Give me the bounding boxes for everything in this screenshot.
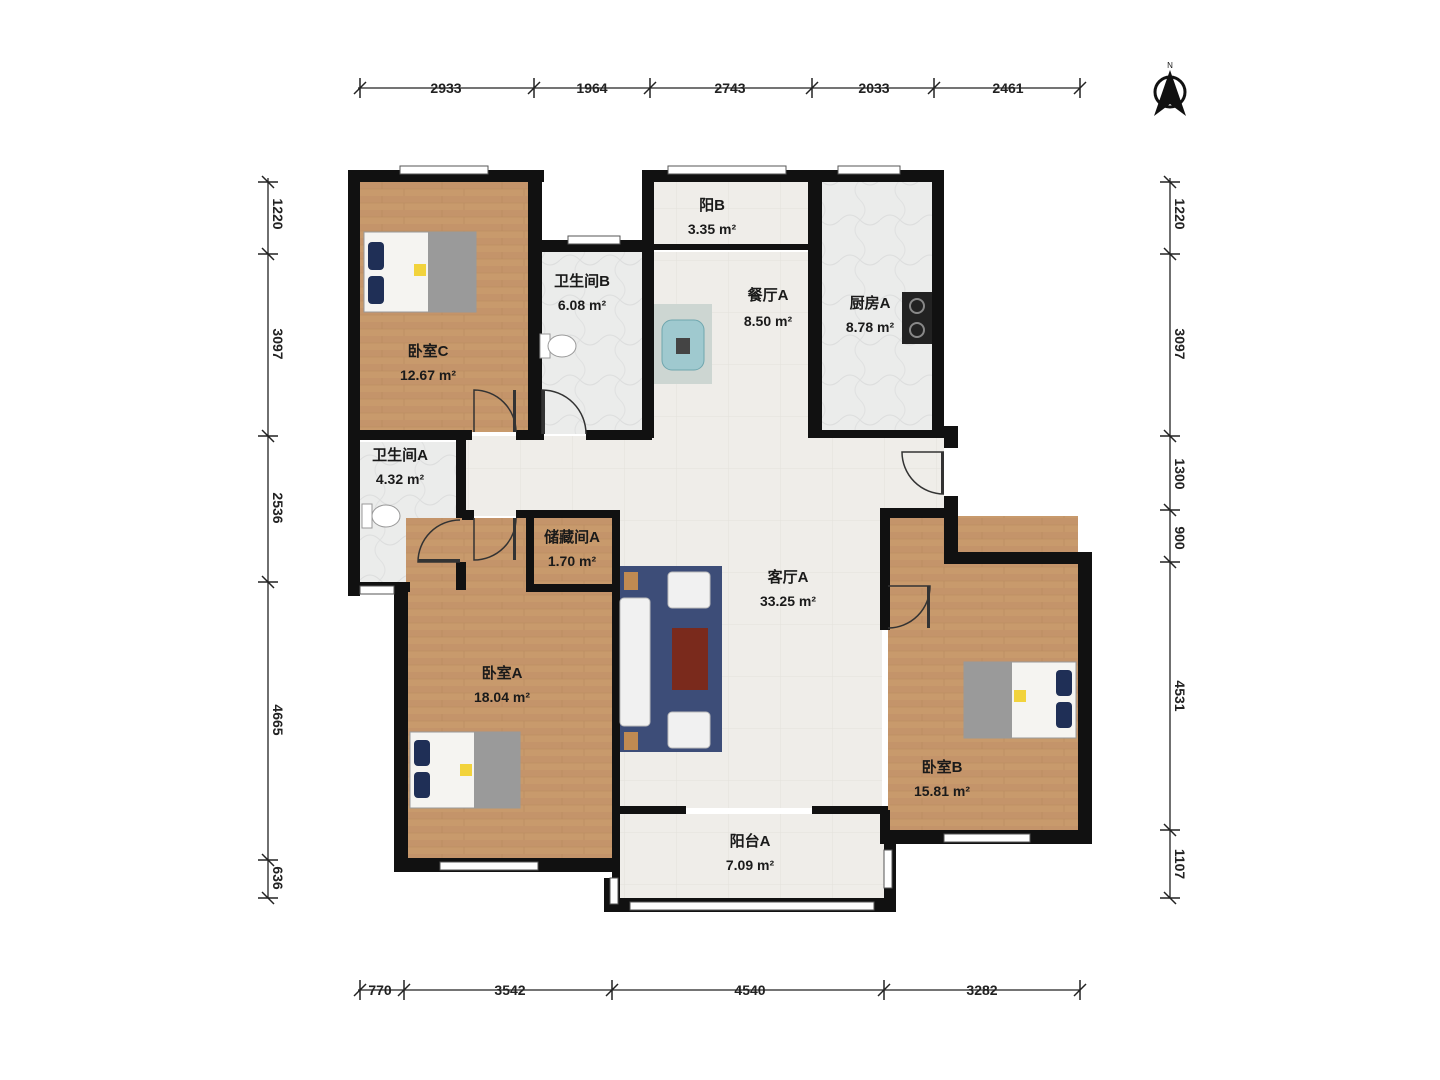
room-area-dining: 8.50 m² — [744, 313, 793, 329]
dimension-tick — [261, 575, 275, 589]
toilet-icon — [539, 333, 577, 359]
dim-bottom-3: 4540 — [734, 982, 765, 998]
dim-right-5: 4531 — [1172, 680, 1188, 711]
dimension-tick — [353, 983, 367, 997]
dim-top-5: 2461 — [992, 80, 1023, 96]
dim-bottom-4: 3282 — [966, 982, 997, 998]
room-label-living: 客厅A — [767, 568, 809, 586]
dim-top-4: 2033 — [858, 80, 889, 96]
dim-bottom-2: 3542 — [494, 982, 525, 998]
dimension-tick — [1163, 175, 1177, 189]
dimension-tick — [1163, 429, 1177, 443]
stove-icon — [902, 292, 932, 344]
dim-left-4: 4665 — [270, 704, 286, 735]
toilet-icon — [361, 503, 401, 529]
room-area-balcony-a: 7.09 m² — [726, 857, 775, 873]
door-leaf-6 — [927, 586, 930, 628]
dimension-tick — [805, 81, 819, 95]
dimension-tick — [1163, 247, 1177, 261]
dim-right-3: 1300 — [1172, 458, 1188, 489]
windows — [359, 165, 1031, 911]
floor-balcony-a — [618, 814, 884, 900]
room-area-kitchen: 8.78 m² — [846, 319, 895, 335]
dim-bottom-1: 770 — [368, 982, 392, 998]
room-area-storage: 1.70 m² — [548, 553, 597, 569]
bed-icon — [963, 661, 1077, 739]
door-leaf-1 — [513, 390, 516, 432]
dimension-tick — [397, 983, 411, 997]
dimension-tick — [643, 81, 657, 95]
dimension-tick — [927, 81, 941, 95]
room-label-storage: 储藏间A — [544, 528, 600, 546]
dimension-tick — [353, 81, 367, 95]
room-label-bedroom-a: 卧室A — [482, 664, 523, 682]
room-area-bedroom-b: 15.81 m² — [914, 783, 970, 799]
room-area-bath-b: 6.08 m² — [558, 297, 607, 313]
dim-left-1: 1220 — [270, 198, 286, 229]
compass-icon: N — [1153, 61, 1187, 116]
dim-top-1: 2933 — [430, 80, 461, 96]
dim-left-2: 3097 — [270, 328, 286, 359]
room-label-balcony-b: 阳B — [699, 197, 725, 214]
room-area-bedroom-c: 12.67 m² — [400, 367, 456, 383]
dim-top-3: 2743 — [714, 80, 745, 96]
dimension-tick — [261, 175, 275, 189]
dim-top-2: 1964 — [576, 80, 607, 96]
room-label-kitchen: 厨房A — [850, 294, 891, 312]
dimension-tick — [261, 429, 275, 443]
dimension-tick — [1163, 823, 1177, 837]
room-label-bath-b: 卫生间B — [554, 272, 610, 290]
room-label-bath-a: 卫生间A — [372, 446, 428, 464]
dining-table-icon — [654, 304, 712, 384]
door-leaf-4 — [418, 559, 460, 562]
floor-corridor — [462, 436, 944, 516]
door-leaf-5 — [513, 518, 516, 560]
bed-icon — [363, 231, 477, 313]
dimension-ticks — [258, 78, 1180, 1000]
dimension-tick — [527, 81, 541, 95]
floor-balcony-b — [650, 182, 808, 246]
dim-left-3: 2536 — [270, 492, 286, 523]
room-area-balcony-b: 3.35 m² — [688, 221, 737, 237]
dimension-tick — [1163, 555, 1177, 569]
room-label-bedroom-c: 卧室C — [408, 342, 449, 360]
room-area-living: 33.25 m² — [760, 593, 816, 609]
dimension-tick — [261, 891, 275, 905]
door-leaf-3 — [941, 452, 944, 494]
dim-right-2: 3097 — [1172, 328, 1188, 359]
dim-left-5: 636 — [270, 866, 286, 890]
dim-right-1: 1220 — [1172, 198, 1188, 229]
dimension-tick — [261, 247, 275, 261]
bed-icon — [409, 731, 521, 809]
compass-north-label: N — [1167, 61, 1173, 70]
sofa-set-icon — [619, 566, 722, 752]
room-label-balcony-a: 阳台A — [730, 832, 771, 850]
dim-right-6: 1107 — [1172, 849, 1188, 880]
dimension-tick — [1163, 503, 1177, 517]
dimension-tick — [1073, 81, 1087, 95]
room-label-bedroom-b: 卧室B — [922, 758, 963, 776]
dimension-tick — [1163, 891, 1177, 905]
dimension-tick — [877, 983, 891, 997]
dim-right-4: 900 — [1172, 526, 1188, 550]
dimension-tick — [605, 983, 619, 997]
dimension-tick — [1073, 983, 1087, 997]
room-area-bedroom-a: 18.04 m² — [474, 689, 530, 705]
room-area-bath-a: 4.32 m² — [376, 471, 425, 487]
room-label-dining: 餐厅A — [748, 286, 789, 304]
dimension-tick — [261, 853, 275, 867]
door-leaf-2 — [542, 390, 545, 434]
